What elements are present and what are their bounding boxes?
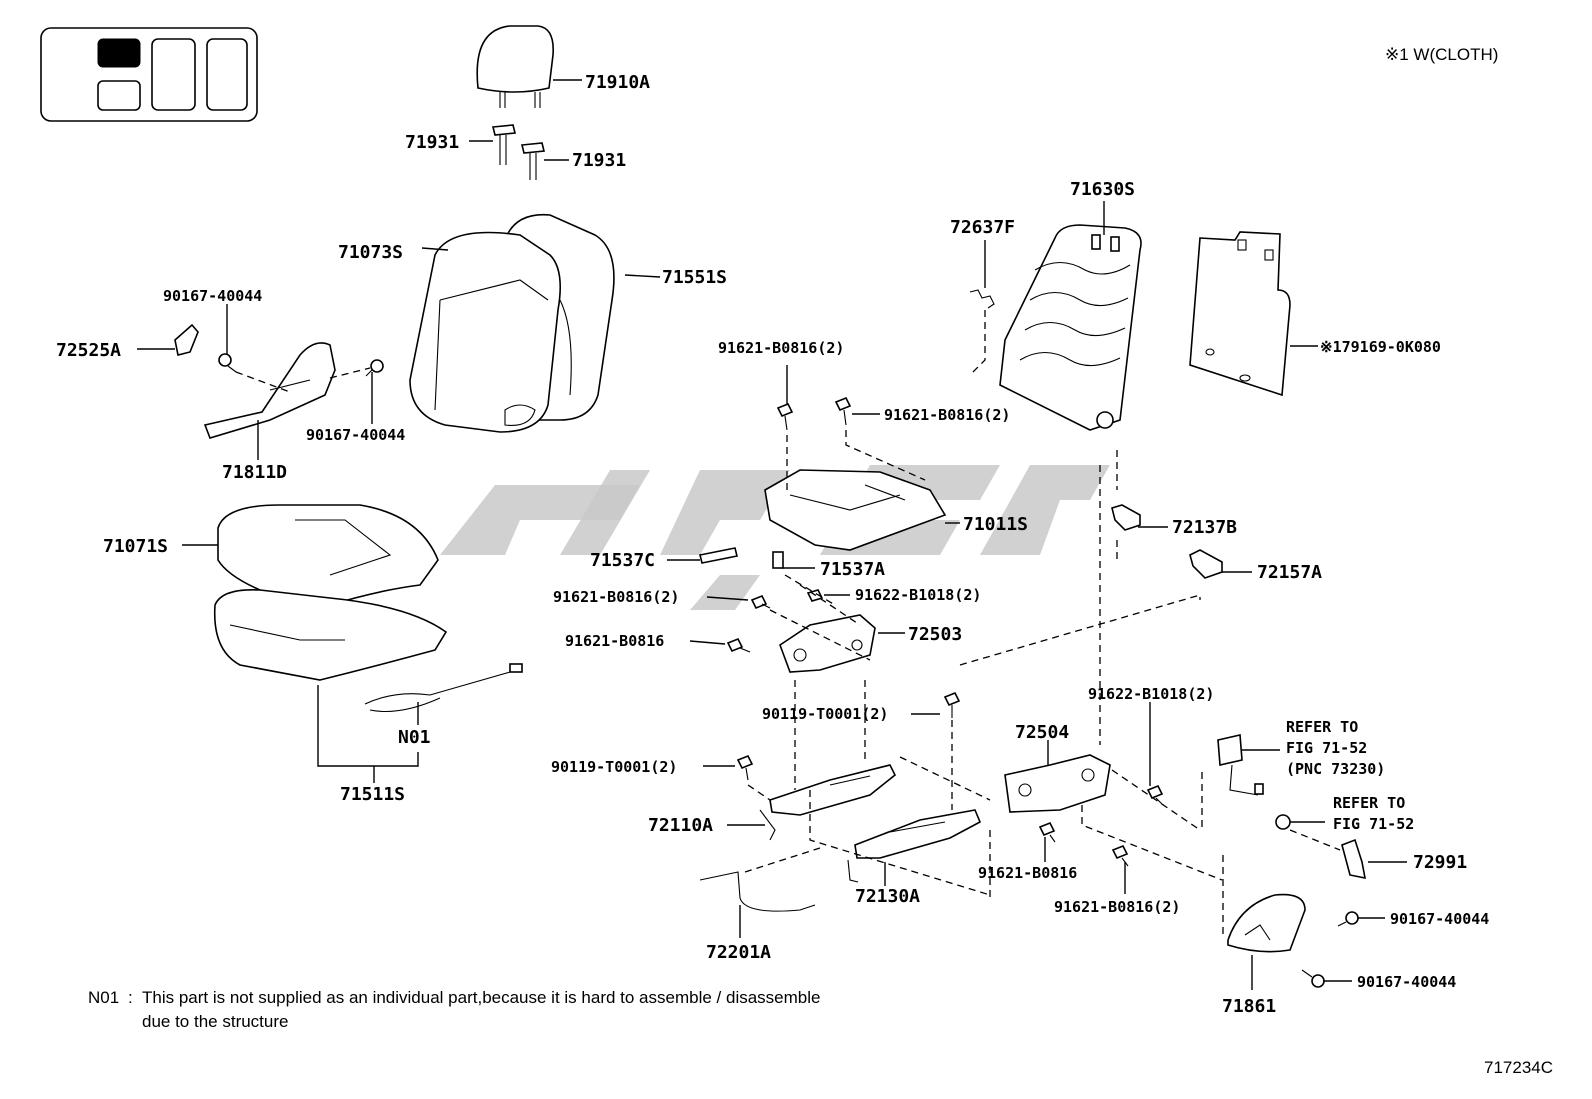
label-71630S[interactable]: 71630S: [1070, 179, 1135, 200]
wire-72201A[interactable]: [699, 871, 816, 912]
bolt-91621-e[interactable]: [1038, 821, 1056, 843]
label-71511S[interactable]: 71511S: [340, 784, 405, 805]
adjuster-72503[interactable]: [779, 614, 876, 673]
label-90167-mid[interactable]: 90167-40044: [306, 426, 405, 444]
label-179169[interactable]: ※179169-0K080: [1320, 338, 1441, 356]
cover-72991[interactable]: [1341, 838, 1367, 880]
label-71811D[interactable]: 71811D: [222, 462, 287, 483]
label-71011S[interactable]: 71011S: [963, 514, 1028, 535]
seat-front-left-selected[interactable]: [97, 38, 141, 68]
seatback-frame-71630S[interactable]: [999, 224, 1142, 431]
label-91621-e[interactable]: 91621-B0816: [978, 864, 1077, 882]
seat-rear-left[interactable]: [97, 80, 141, 111]
seat-position-selector: [40, 27, 258, 122]
label-90167-r1[interactable]: 90167-40044: [1390, 910, 1489, 928]
bolt-90119-b[interactable]: [736, 754, 754, 781]
label-90167-top[interactable]: 90167-40044: [163, 287, 262, 305]
bolt-91621-a[interactable]: [776, 402, 794, 431]
label-72503[interactable]: 72503: [908, 624, 962, 645]
label-sheet-179169[interactable]: [1189, 231, 1291, 397]
watermark-logo: [440, 465, 1110, 610]
label-N01[interactable]: N01: [398, 727, 431, 748]
headrest-guide-right[interactable]: [520, 142, 546, 180]
label-91621-c[interactable]: 91621-B0816(2): [553, 588, 679, 606]
refer1-line3: (PNC 73230): [1286, 760, 1385, 778]
bolt-91622-b[interactable]: [1146, 784, 1164, 805]
label-90119-b[interactable]: 90119-T0001(2): [551, 758, 677, 776]
label-91621-f[interactable]: 91621-B0816(2): [1054, 898, 1180, 916]
screw-90167-r2[interactable]: [1301, 969, 1325, 988]
legend-note: ※1 W(CLOTH): [1385, 45, 1498, 64]
label-91621-b[interactable]: 91621-B0816(2): [884, 406, 1010, 424]
seat-cushion-cover-71071S[interactable]: [217, 504, 439, 606]
label-72991[interactable]: 72991: [1413, 852, 1467, 873]
screw-90167-top[interactable]: [218, 353, 237, 373]
bolt-91621-b[interactable]: [834, 396, 852, 426]
label-72504[interactable]: 72504: [1015, 722, 1069, 743]
label-72110A[interactable]: 72110A: [648, 815, 713, 836]
bolt-91621-c[interactable]: [750, 594, 771, 610]
nut-refer[interactable]: [1275, 814, 1291, 830]
pad-71537C[interactable]: [699, 547, 738, 564]
label-72137B[interactable]: 72137B: [1172, 517, 1237, 538]
label-91621-d[interactable]: 91621-B0816: [565, 632, 664, 650]
footnote-line1: This part is not supplied as an individu…: [142, 988, 820, 1007]
clip-72525A[interactable]: [174, 323, 199, 356]
bolt-91621-d[interactable]: [726, 637, 751, 653]
spring-72637F[interactable]: [969, 289, 995, 309]
pad-71537A[interactable]: [772, 551, 784, 569]
seat-cushion-frame-71011S[interactable]: [764, 469, 947, 551]
screw-90167-r1[interactable]: [1337, 911, 1359, 927]
refer2-line1: REFER TO: [1333, 794, 1405, 812]
label-71861[interactable]: 71861: [1222, 996, 1276, 1017]
recliner-cover-71861[interactable]: [1227, 893, 1306, 953]
label-90119-a[interactable]: 90119-T0001(2): [762, 705, 888, 723]
seat-track-72130A[interactable]: [847, 809, 982, 883]
label-72201A[interactable]: 72201A: [706, 942, 771, 963]
label-71537A[interactable]: 71537A: [820, 559, 885, 580]
seat-middle[interactable]: [151, 38, 196, 111]
label-91622-b[interactable]: 91622-B1018(2): [1088, 685, 1214, 703]
label-71931-right[interactable]: 71931: [572, 150, 626, 171]
label-71071S[interactable]: 71071S: [103, 536, 168, 557]
screw-90167-mid[interactable]: [365, 359, 384, 377]
refer1-line1: REFER TO: [1286, 718, 1358, 736]
headrest-part[interactable]: [476, 25, 555, 108]
label-90167-r2[interactable]: 90167-40044: [1357, 973, 1456, 991]
headrest-guide-left[interactable]: [491, 124, 517, 165]
seat-track-72110A[interactable]: [759, 764, 897, 841]
stopper-72137B[interactable]: [1111, 504, 1141, 531]
seatback-cover-part[interactable]: [409, 231, 561, 433]
adjuster-72504[interactable]: [1004, 754, 1111, 813]
label-71537C[interactable]: 71537C: [590, 550, 655, 571]
seat-cushion-pad[interactable]: [213, 588, 448, 681]
label-72525A[interactable]: 72525A: [56, 340, 121, 361]
stopper-72157A[interactable]: [1189, 549, 1223, 579]
label-72157A[interactable]: 72157A: [1257, 562, 1322, 583]
label-71073S[interactable]: 71073S: [338, 242, 403, 263]
seat-right[interactable]: [206, 38, 248, 111]
wire-harness-N01[interactable]: [364, 663, 523, 713]
bolt-91621-f[interactable]: [1111, 844, 1129, 867]
label-72637F[interactable]: 72637F: [950, 217, 1015, 238]
label-72130A[interactable]: 72130A: [855, 886, 920, 907]
refer2-line2: FIG 71-52: [1333, 815, 1414, 833]
label-71910A[interactable]: 71910A: [585, 72, 650, 93]
recliner-cover-71811D[interactable]: [203, 342, 336, 439]
drawing-id: 717234C: [1484, 1058, 1553, 1077]
label-71551S[interactable]: 71551S: [662, 267, 727, 288]
label-71931-left[interactable]: 71931: [405, 132, 459, 153]
seatbelt-buckle-refer[interactable]: [1217, 734, 1264, 796]
refer1-line2: FIG 71-52: [1286, 739, 1367, 757]
footnote-code: N01: [88, 988, 119, 1007]
label-91621-a[interactable]: 91621-B0816(2): [718, 339, 844, 357]
bolt-90119-a[interactable]: [943, 691, 961, 718]
footnote-line2: due to the structure: [142, 1012, 288, 1031]
label-91622-a[interactable]: 91622-B1018(2): [855, 586, 981, 604]
footnote-colon: :: [128, 988, 133, 1007]
